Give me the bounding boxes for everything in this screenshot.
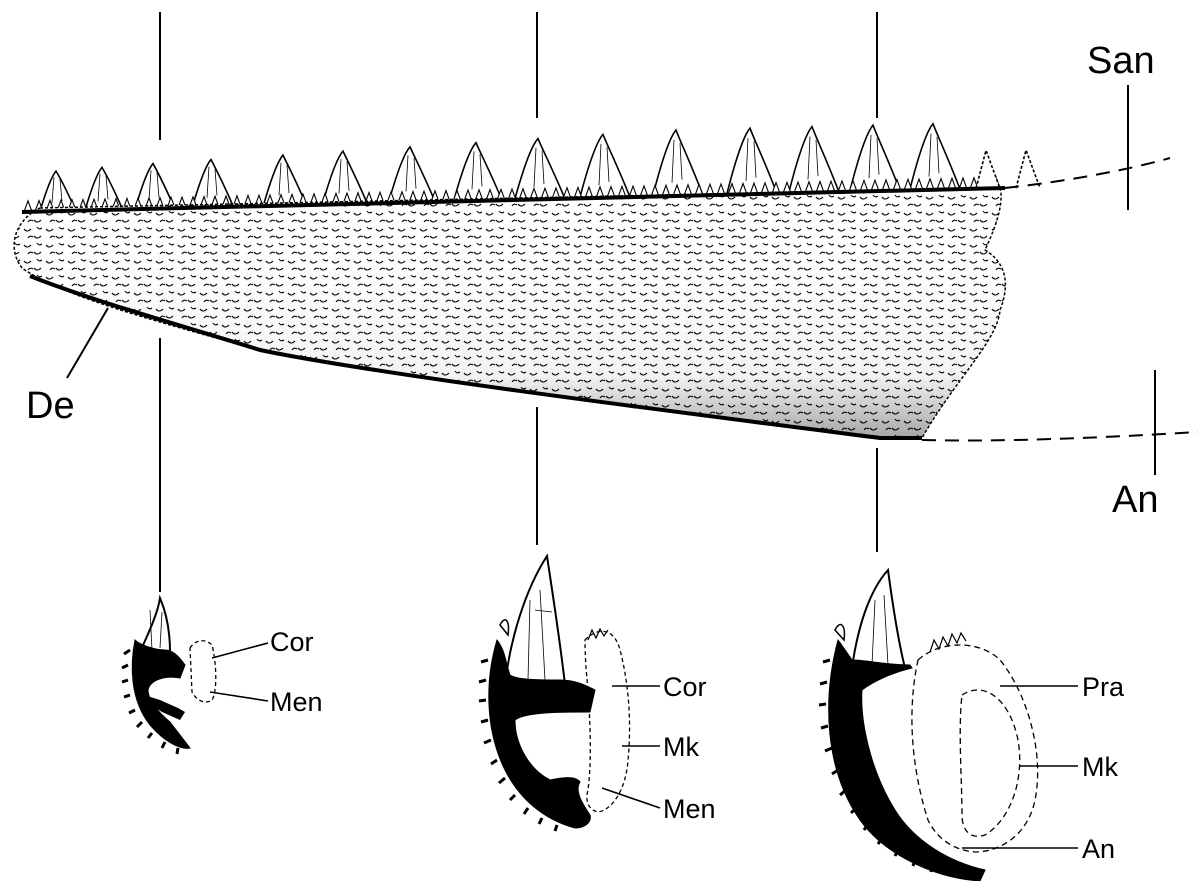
label-de: De xyxy=(26,385,75,427)
tooth-dashed xyxy=(1016,150,1040,188)
section-lines-top xyxy=(160,12,877,140)
label-right-an: An xyxy=(1082,834,1115,864)
tooth-dashed xyxy=(976,150,1000,188)
label-san: San xyxy=(1087,40,1155,82)
label-middle-men: Men xyxy=(663,794,716,824)
cross-section-right xyxy=(819,570,1078,881)
cross-section-middle xyxy=(479,556,660,831)
label-right-pra: Pra xyxy=(1082,672,1125,702)
cross-section-left xyxy=(122,598,268,754)
de-leader-line xyxy=(67,308,108,378)
indicator-lines-right xyxy=(1128,85,1155,475)
dentary-bone xyxy=(14,188,1005,438)
tooth xyxy=(323,151,368,204)
label-an: An xyxy=(1112,479,1158,521)
label-middle-mk: Mk xyxy=(663,732,699,762)
label-middle-cor: Cor xyxy=(663,672,707,702)
tooth xyxy=(727,128,777,194)
label-right-mk: Mk xyxy=(1082,752,1118,782)
tooth xyxy=(653,130,703,196)
label-left-cor: Cor xyxy=(270,627,314,657)
label-left-men: Men xyxy=(270,687,323,717)
